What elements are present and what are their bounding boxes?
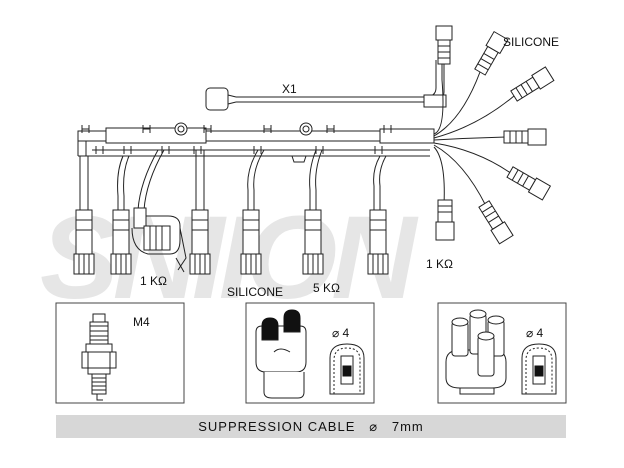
distributor-tower-icon xyxy=(445,309,507,395)
spark-plug-icon xyxy=(81,313,117,401)
x1-connector-icon xyxy=(205,87,229,111)
coil-connector-icon xyxy=(131,207,187,273)
footer-bar xyxy=(56,415,566,438)
wire-boot-angled xyxy=(510,66,555,102)
wire-boot-angled xyxy=(474,30,509,76)
distributor-cap-icon xyxy=(255,309,307,399)
wire-boot-straight xyxy=(503,128,547,146)
plug-boots-bottom xyxy=(73,209,389,275)
silicone-label-top: SILICONE xyxy=(503,35,559,49)
bore-diameter-label-left: ⌀ 4 xyxy=(332,326,350,340)
wire-loom xyxy=(73,25,555,275)
footer-cable-spec: SUPPRESSION CABLE ⌀ 7mm xyxy=(198,419,424,434)
resistance-label-left: 1 KΩ xyxy=(140,274,167,288)
bore-diameter-label-right: ⌀ 4 xyxy=(526,326,544,340)
wire-boot-angled xyxy=(478,200,514,245)
panel-spark-plug: M4 xyxy=(55,302,185,404)
rail-clip-icon xyxy=(174,122,188,136)
terminal-section-icon xyxy=(521,343,557,395)
rail-clip-icon xyxy=(299,122,313,136)
wire-boot-angled xyxy=(506,166,552,201)
resistance-label-right: 1 KΩ xyxy=(426,257,453,271)
plug-thread-label: M4 xyxy=(133,315,150,329)
silicone-label-bottom: SILICONE xyxy=(227,285,283,299)
wire-boot-lower-right xyxy=(435,199,455,241)
x1-label: X1 xyxy=(282,82,297,96)
panel-distributor-cap-left: ⌀ 4 xyxy=(245,302,375,404)
resistance-label-middle: 5 KΩ xyxy=(313,281,340,295)
panel-distributor-cap-right: ⌀ 4 xyxy=(437,302,567,404)
watermark-text: SNIION xyxy=(40,192,419,324)
wire-boot-top xyxy=(435,25,453,65)
terminal-section-icon xyxy=(329,343,365,395)
